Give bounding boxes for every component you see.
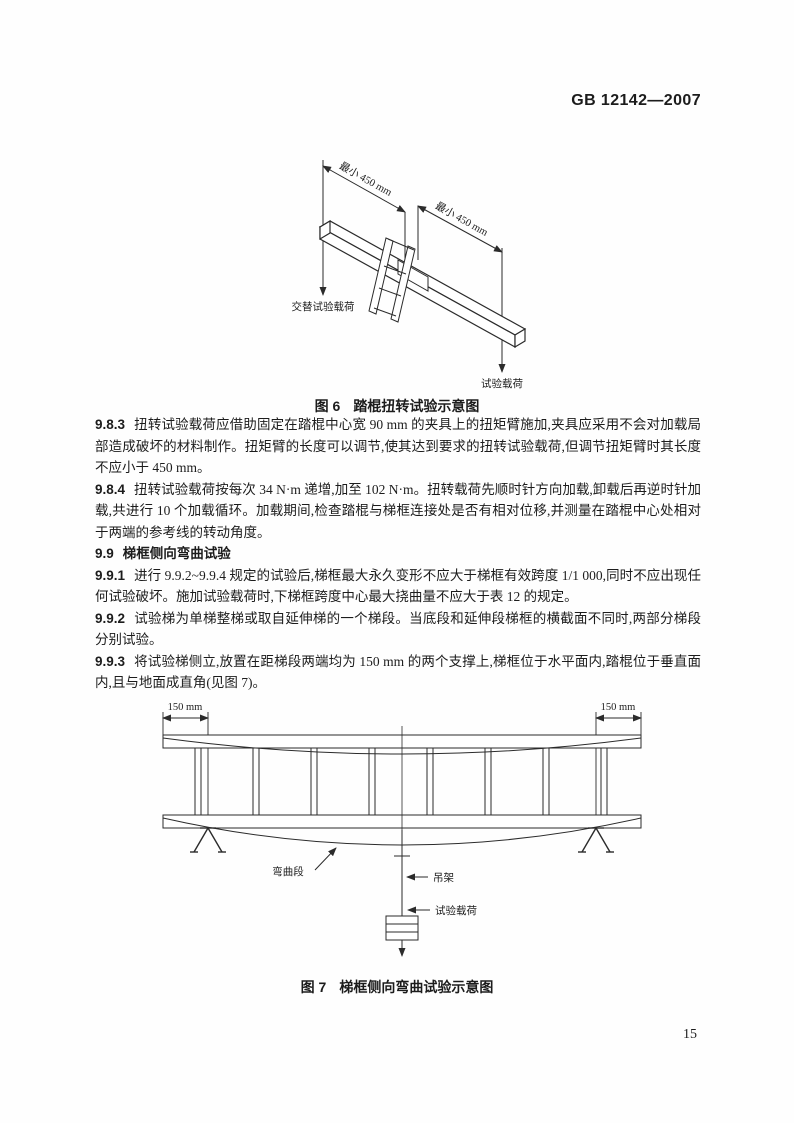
- fig7-bend-leader: [314, 847, 337, 871]
- fig7-hanger-label: 吊架: [433, 872, 454, 884]
- figure7-lateral-bending-diagram: 150 mm 150 mm: [162, 702, 642, 957]
- figure7-caption-number: 图 7: [300, 979, 327, 995]
- standard-number: GB 12142—2007: [571, 92, 701, 109]
- clause-text: 试验梯为单梯整梯或取自延伸梯的一个梯段。当底段和延伸段梯框的横截面不同时,两部分…: [95, 610, 701, 648]
- clause-9-9-heading: 9.9 梯框侧向弯曲试验: [95, 543, 701, 565]
- fig6-clamp-and-torque-arm: [368, 237, 429, 323]
- fig7-dim-right-label: 150 mm: [601, 702, 636, 713]
- clause-number: 9.8.3: [95, 417, 126, 432]
- figure6-caption-number: 图 6: [314, 398, 341, 414]
- clause-number: 9.8.4: [95, 481, 126, 497]
- figure7-caption: 图 7 梯框侧向弯曲试验示意图: [0, 977, 794, 997]
- fig6-dim-line-left: [322, 165, 406, 213]
- clause-text: 扭转试验载荷按每次 34 N·m 递增,加至 102 N·m。扭转载荷先顺时针方…: [95, 481, 701, 540]
- clause-number: 9.9.2: [95, 610, 126, 626]
- fig7-rungs: [194, 747, 608, 816]
- fig7-dim-left-label: 150 mm: [168, 702, 203, 713]
- page-number: 15: [683, 1027, 697, 1042]
- fig7-test-load-label: 试验载荷: [435, 904, 477, 917]
- fig6-dimension-and-load-lines: [319, 160, 506, 373]
- figure7-caption-title: 梯框侧向弯曲试验示意图: [339, 979, 494, 995]
- clause-number: 9.9.1: [95, 567, 126, 583]
- fig7-bend-segment-label: 弯曲段: [272, 865, 304, 878]
- clause-number: 9.9.3: [95, 653, 126, 669]
- fig6-alternating-load-label: 交替试验载荷: [292, 300, 355, 313]
- figure6-caption-title: 踏棍扭转试验示意图: [353, 398, 480, 414]
- fig6-dim-line-right: [417, 205, 503, 253]
- figure6-rung-torsion-diagram: 最小 450 mm 最小 450 mm 交替试验载荷 试验载荷: [292, 160, 527, 390]
- clause-text: 将试验梯侧立,放置在距梯段两端均为 150 mm 的两个支撑上,梯框位于水平面内…: [95, 653, 701, 691]
- figure6-caption: 图 6 踏棍扭转试验示意图: [0, 396, 794, 416]
- clause-text: 进行 9.9.2~9.9.4 规定的试验后,梯框最大永久变形不应大于梯框有效跨度…: [95, 567, 701, 605]
- fig6-torque-arm-rungs: [373, 238, 415, 317]
- fig7-weight-stack: [385, 915, 419, 941]
- fig7-support-left: [190, 827, 226, 853]
- fig6-test-load-label: 试验载荷: [481, 377, 523, 390]
- fig7-support-right: [578, 827, 614, 853]
- clause-text: 扭转试验载荷应借助固定在踏棍中心宽 90 mm 的夹具上的扭矩臂施加,夹具应采用…: [95, 417, 701, 475]
- clause-number: 9.9: [95, 546, 114, 561]
- clause-heading-text: 梯框侧向弯曲试验: [122, 546, 231, 561]
- fig6-dim-left-label: 最小 450 mm: [337, 160, 394, 199]
